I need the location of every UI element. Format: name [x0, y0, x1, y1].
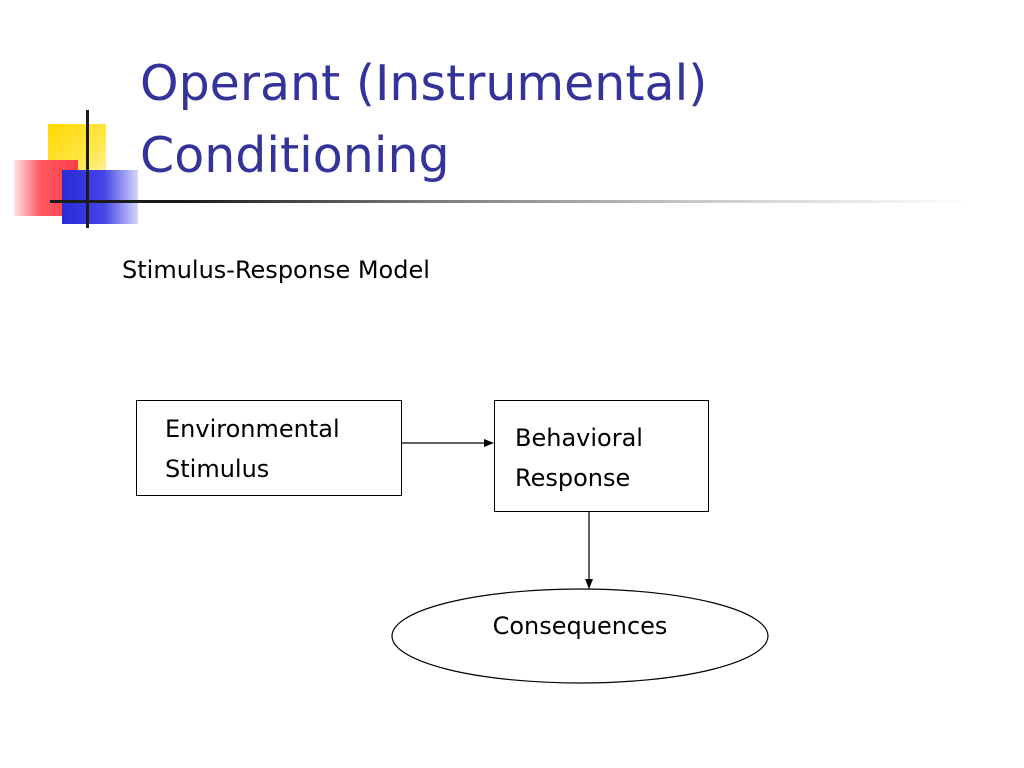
response-label-line-2: Response	[515, 464, 631, 492]
behavioral-response-box: Behavioral Response	[494, 400, 709, 512]
response-label-line-1: Behavioral	[515, 424, 643, 452]
stimulus-label-line-1: Environmental	[165, 415, 340, 443]
stimulus-label-line-2: Stimulus	[165, 455, 270, 483]
slide-subtitle: Stimulus-Response Model	[122, 256, 430, 284]
consequences-ellipse	[391, 588, 769, 684]
title-line-2: Conditioning	[140, 127, 450, 184]
title-underline	[50, 200, 970, 203]
blue-square	[62, 170, 138, 224]
corner-ornament	[0, 0, 150, 240]
environmental-stimulus-box: Environmental Stimulus	[136, 400, 402, 496]
vertical-rule	[86, 110, 89, 228]
title-line-1: Operant (Instrumental)	[140, 55, 708, 112]
slide-title: Operant (Instrumental) Conditioning	[140, 48, 1000, 192]
consequences-label: Consequences	[492, 612, 668, 640]
